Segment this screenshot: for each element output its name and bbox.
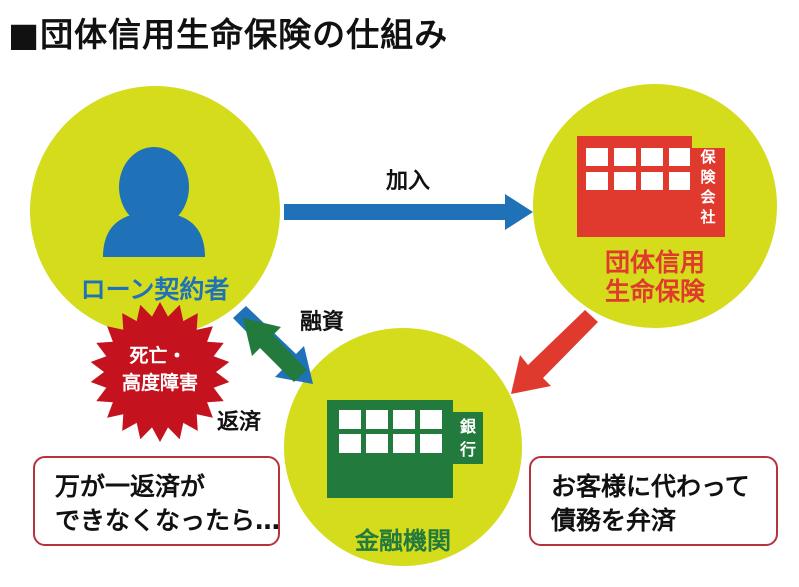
page-title: ■団体信用生命保険の仕組み bbox=[8, 15, 449, 54]
event-badge-line2: 高度障害 bbox=[122, 371, 198, 394]
financing-label: 融資 bbox=[300, 309, 344, 335]
bank-sign-char: 行 bbox=[459, 440, 476, 459]
callout-left-line2: できなくなったら… bbox=[55, 506, 281, 535]
callout-left: 万が一返済が できなくなったら… bbox=[33, 456, 280, 546]
callout-right: お客様に代わって 債務を弁済 bbox=[529, 456, 778, 546]
event-badge-starburst bbox=[90, 302, 230, 442]
join-label: 加入 bbox=[385, 169, 430, 194]
insurer-sign-char: 険 bbox=[700, 168, 716, 186]
person-icon bbox=[103, 147, 205, 257]
insurer-label-line2: 生命保険 bbox=[605, 277, 706, 306]
callout-right-line1: お客様に代わって bbox=[551, 472, 750, 501]
financing-arrow bbox=[243, 318, 307, 382]
insurer-sign-char: 保 bbox=[699, 148, 716, 166]
insurer-sign-char: 会 bbox=[700, 188, 715, 206]
insurer-sign-char: 社 bbox=[699, 208, 715, 226]
join-arrow bbox=[284, 194, 533, 230]
insurer-label-line1: 団体信用 bbox=[605, 248, 705, 277]
callout-left-line1: 万が一返済が bbox=[55, 472, 206, 501]
event-badge-line1: 死亡・ bbox=[129, 344, 186, 367]
payout-arrow bbox=[511, 310, 598, 394]
insurance-building-icon bbox=[577, 136, 725, 237]
borrower-label: ローン契約者 bbox=[81, 275, 230, 304]
repayment-label: 返済 bbox=[217, 409, 262, 435]
callout-right-line2: 債務を弁済 bbox=[551, 506, 677, 535]
bank-sign-char: 銀 bbox=[460, 417, 476, 436]
bank-building-icon bbox=[327, 400, 483, 498]
bank-label: 金融機関 bbox=[354, 527, 451, 555]
